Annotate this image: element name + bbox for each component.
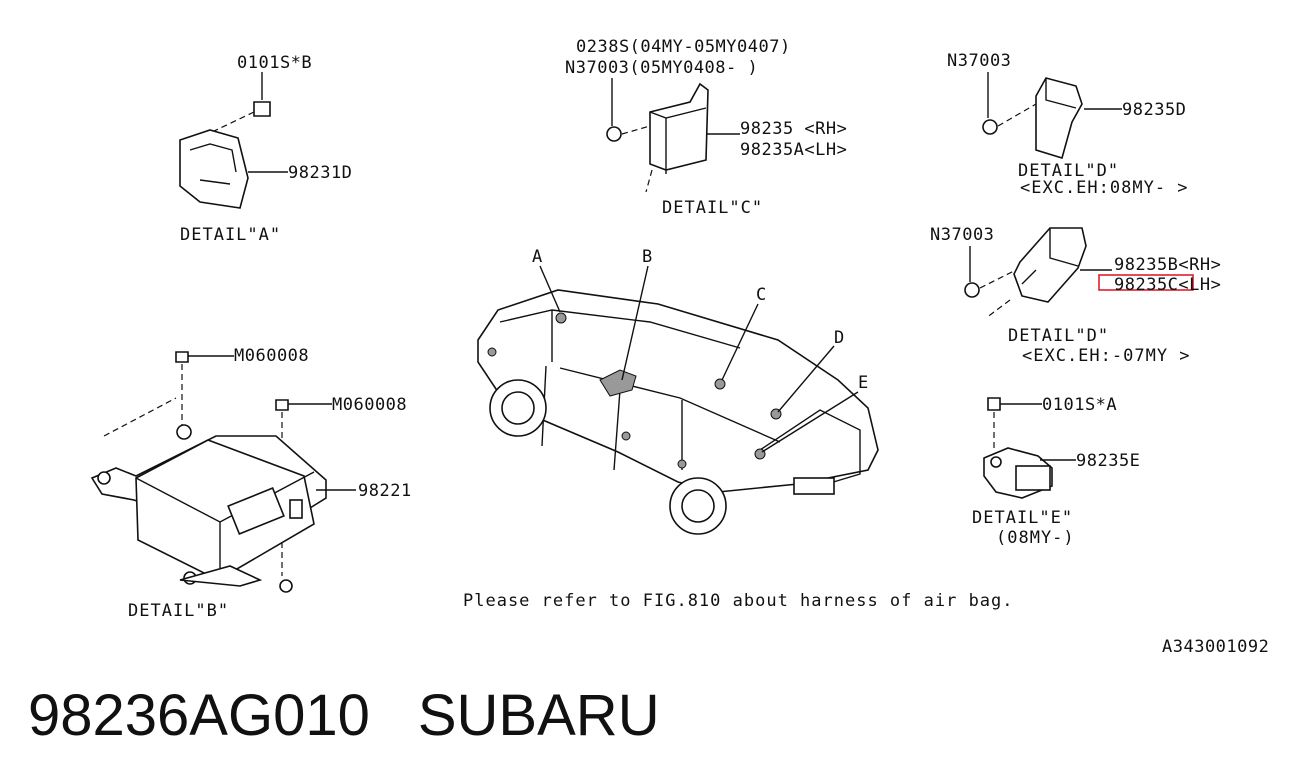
detail-c-part-lh-label: 98235A<LH>: [740, 140, 847, 160]
detail-d-top-part-label: 98235D: [1122, 100, 1186, 120]
detail-a: 0101S*B 98231D DETAIL"A": [179, 53, 352, 245]
footer-title: 98236AG010 SUBARU: [28, 682, 708, 749]
detail-b-part-label: 98221: [358, 481, 412, 501]
detail-c-fastener-2-label: N37003(05MY0408- ): [565, 58, 758, 78]
detail-c: 0238S(04MY-05MY0407) N37003(05MY0408- ) …: [565, 37, 847, 218]
detail-d-top: N37003 98235D DETAIL"D" <EXC.EH:08MY- >: [947, 51, 1189, 198]
detail-e-subcaption: (08MY-): [996, 528, 1075, 548]
detail-b-bolt-1-label: M060008: [234, 346, 309, 366]
detail-d-bottom-part-lh-label: 98235C<LH>: [1114, 275, 1221, 295]
detail-d-top-nut-label: N37003: [947, 51, 1011, 71]
car-illustration: A B C D E: [477, 247, 879, 535]
detail-e-caption: DETAIL"E": [972, 508, 1073, 528]
detail-c-fastener-1-label: 0238S(04MY-05MY0407): [576, 37, 791, 57]
detail-d-bottom-nut-label: N37003: [930, 225, 994, 245]
detail-c-part-rh-label: 98235 <RH>: [740, 119, 847, 139]
detail-d-bottom-part-rh-label: 98235B<RH>: [1114, 255, 1221, 275]
detail-a-part-label: 98231D: [288, 163, 352, 183]
detail-c-caption: DETAIL"C": [662, 198, 763, 218]
detail-d-bottom-caption: DETAIL"D": [1008, 326, 1109, 346]
callout-b: B: [642, 247, 652, 267]
detail-e-fastener-label: 0101S*A: [1042, 395, 1117, 415]
detail-e: 0101S*A 98235E DETAIL"E" (08MY-): [972, 395, 1140, 548]
callout-a: A: [532, 247, 542, 267]
callout-d: D: [834, 328, 844, 348]
part-number: 98236AG010: [28, 683, 370, 748]
detail-a-fastener-label: 0101S*B: [237, 53, 312, 73]
diagram-code: A343001092: [1162, 637, 1269, 657]
callout-c: C: [756, 285, 766, 305]
highlight-box: [1098, 274, 1194, 291]
callout-e: E: [858, 373, 868, 393]
detail-d-top-caption: DETAIL"D": [1018, 161, 1119, 181]
detail-b-bolt-2-label: M060008: [332, 395, 407, 415]
detail-a-caption: DETAIL"A": [180, 225, 281, 245]
parts-diagram: 0101S*B 98231D DETAIL"A" 0238S(04MY-05MY…: [90, 37, 1269, 657]
harness-note: Please refer to FIG.810 about harness of…: [463, 591, 1014, 611]
detail-b: M060008 M060008 98221 DETAIL"B": [90, 346, 412, 621]
detail-b-caption: DETAIL"B": [128, 601, 229, 621]
detail-d-bottom-subcaption: <EXC.EH:-07MY >: [1022, 346, 1191, 366]
detail-d-bottom: N37003 98235B<RH> 98235C<LH> DETAIL"D" <…: [930, 225, 1221, 366]
detail-e-part-label: 98235E: [1076, 451, 1140, 471]
detail-d-top-subcaption: <EXC.EH:08MY- >: [1020, 178, 1189, 198]
brand-name: SUBARU: [417, 683, 660, 748]
